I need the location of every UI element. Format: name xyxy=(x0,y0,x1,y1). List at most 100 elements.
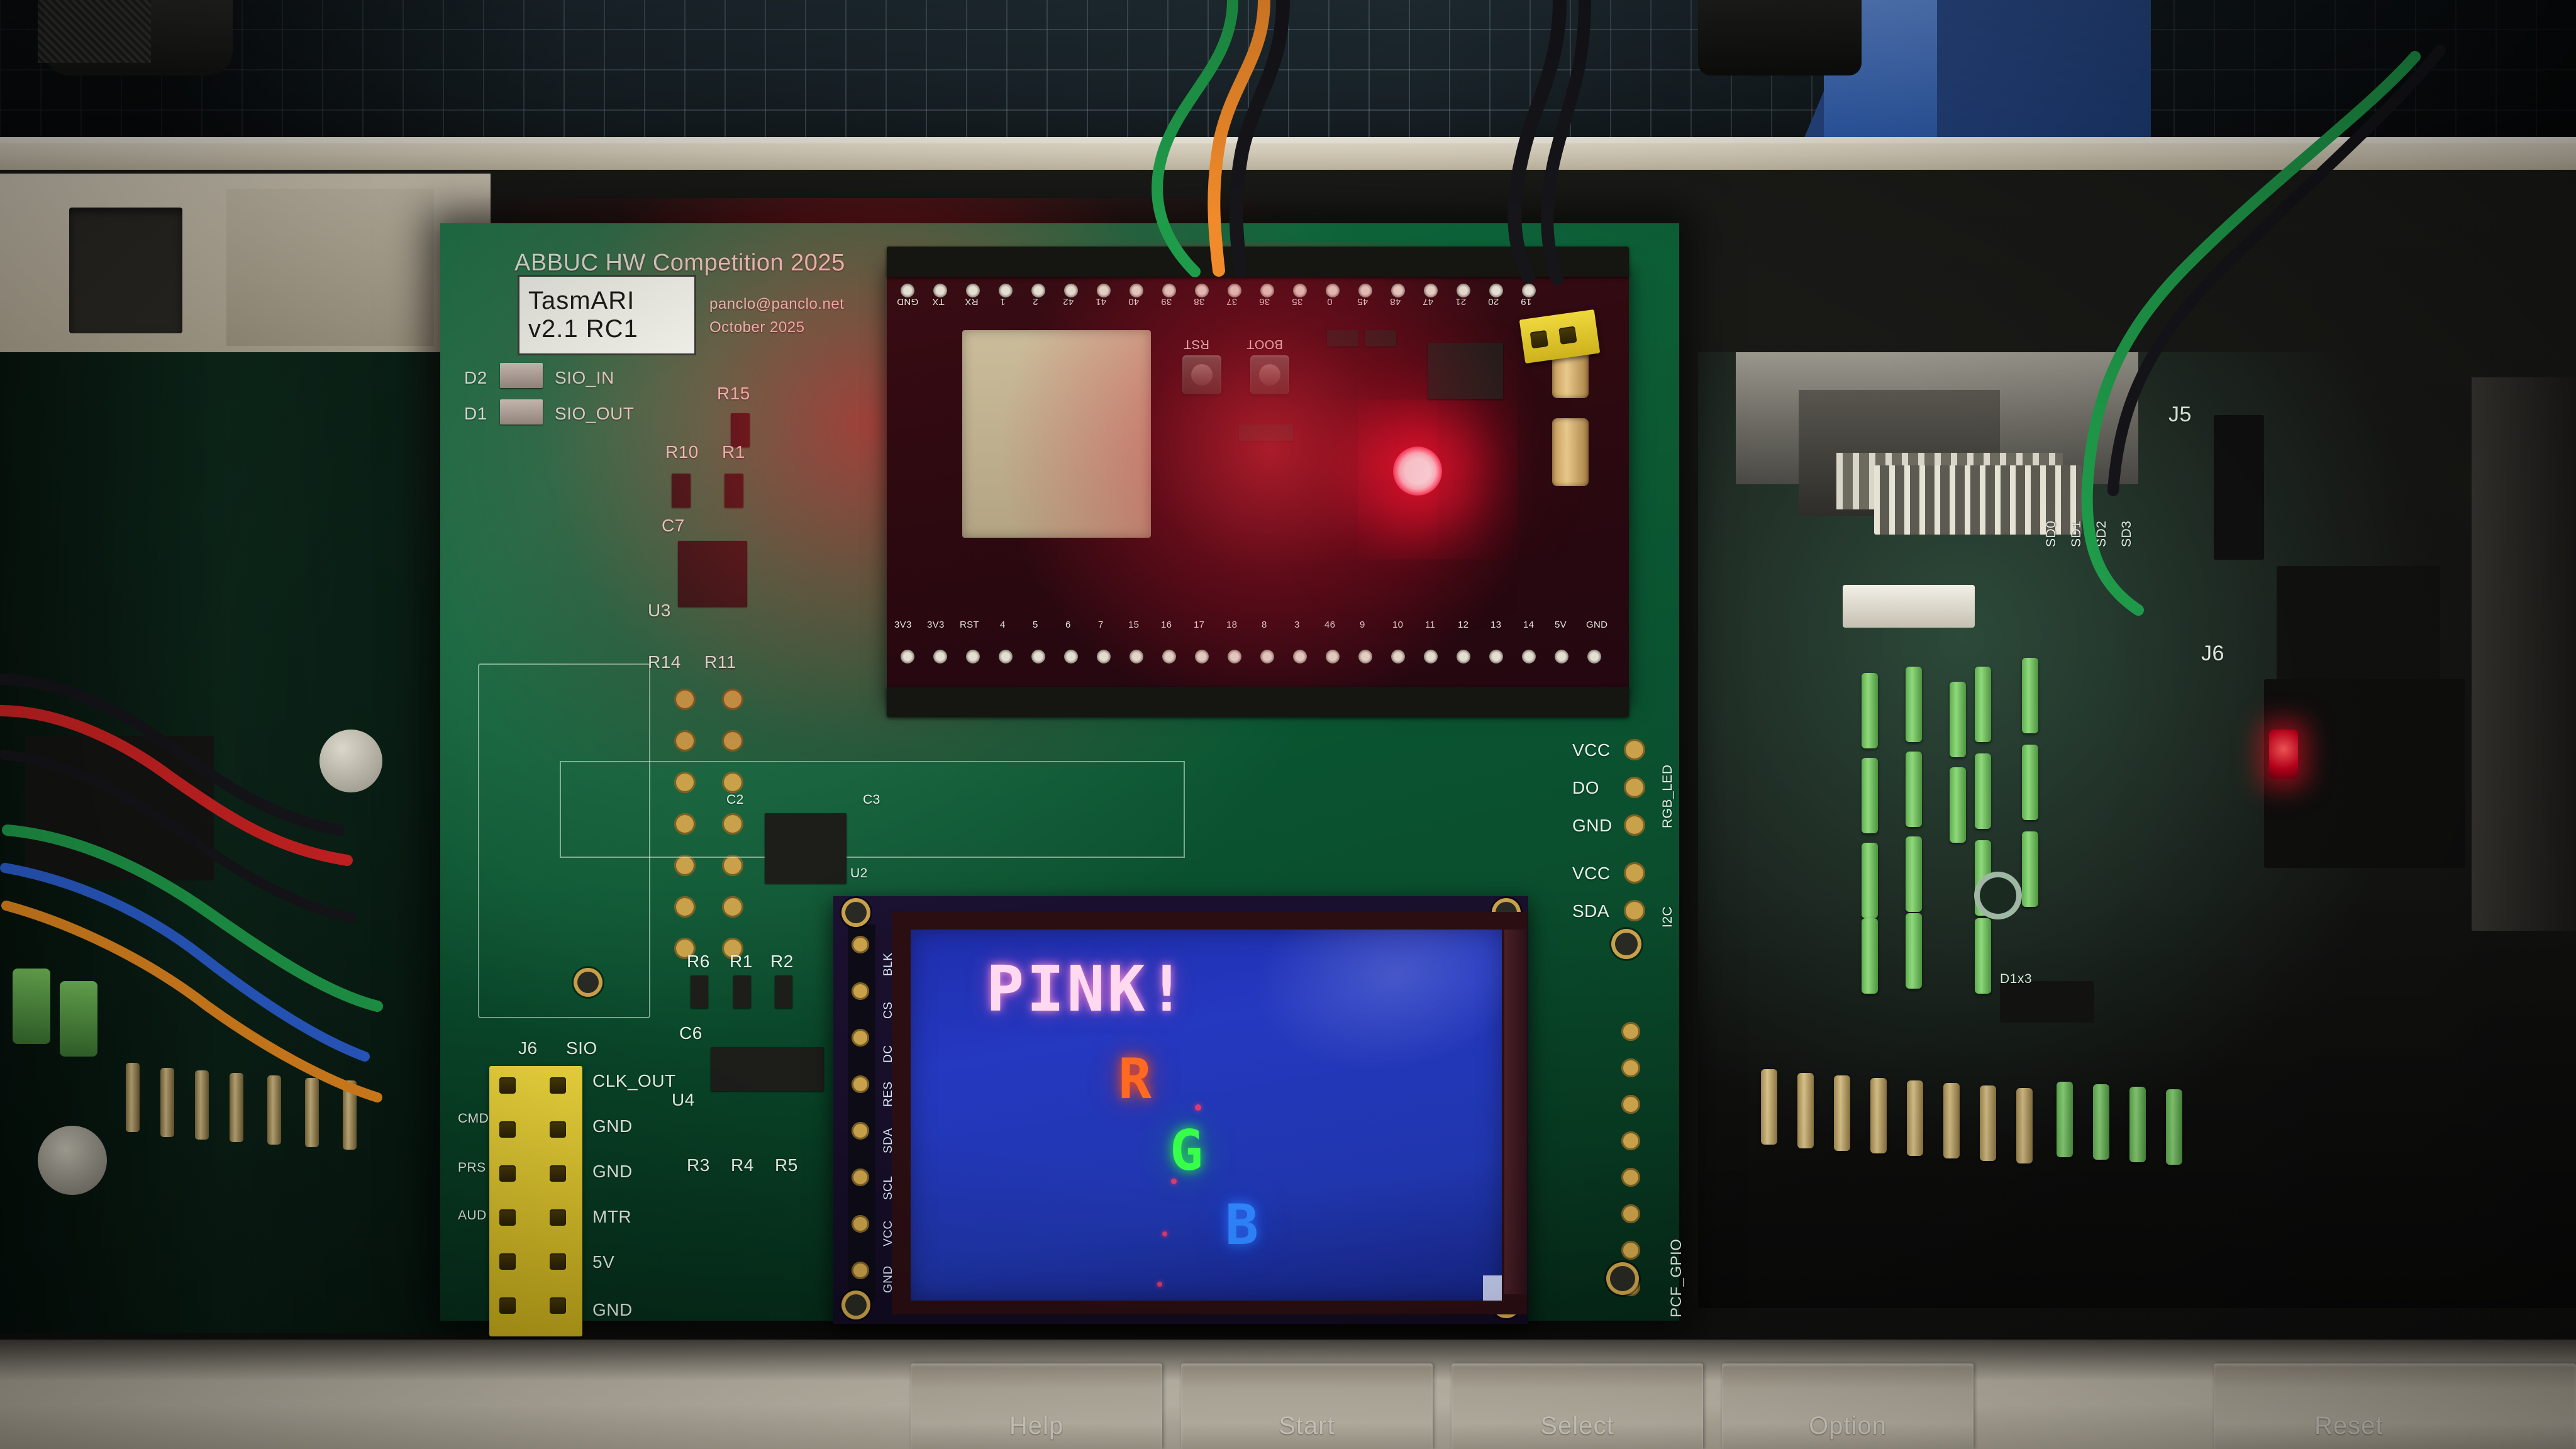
connector-label-j6: J6 xyxy=(2201,641,2224,665)
left-board-capacitor xyxy=(319,730,382,792)
lcd-display-screen[interactable]: PINK! R G B xyxy=(911,930,1502,1301)
led-label-sio-in: SIO_IN xyxy=(555,368,614,387)
component-r2 xyxy=(775,975,792,1008)
rgb-header-pin-gnd: GND xyxy=(1572,816,1613,835)
red-indicator-led xyxy=(2269,730,2298,779)
component-u2 xyxy=(765,813,847,884)
component-u3 xyxy=(678,541,747,607)
lcd-green-letter: G xyxy=(1170,1118,1206,1183)
screen-glare xyxy=(1233,930,1502,1096)
designator-u3: U3 xyxy=(648,601,671,620)
key-label-select: Select xyxy=(1540,1412,1614,1440)
board-date: October 2025 xyxy=(709,319,805,336)
lcd-title-text: PINK! xyxy=(986,952,1189,1026)
right-board-mounting-hole xyxy=(1980,877,2016,914)
resistor-bank-horizontal xyxy=(1761,1069,2251,1189)
right-board-designators: D1x3 xyxy=(2000,972,2033,986)
silk-outline-regulator-block xyxy=(560,761,1185,858)
designator-c7: C7 xyxy=(662,516,685,535)
pcf-gpio-pad-column xyxy=(1621,1022,1649,1324)
designator-c2: C2 xyxy=(726,792,744,807)
key-start[interactable]: Start xyxy=(1181,1363,1433,1449)
designator-c3: C3 xyxy=(863,792,880,807)
lcd-mounting-hole-bottom xyxy=(845,1294,867,1316)
case-plastic-left-ridge xyxy=(226,189,434,346)
resistor-bank-vertical-b xyxy=(1975,654,2082,1006)
key-label-reset: Reset xyxy=(2314,1412,2384,1440)
lcd-ribbon-cable xyxy=(1504,930,1527,1294)
screen-dust-speck-4 xyxy=(1157,1282,1162,1287)
right-board-ic xyxy=(2000,981,2094,1023)
sticker-line-2: v2.1 RC1 xyxy=(528,315,638,343)
screen-dust-speck-1 xyxy=(1195,1104,1201,1111)
lcd-red-letter: R xyxy=(1118,1046,1154,1111)
led-label-sio-out: SIO_OUT xyxy=(555,404,635,423)
board-version-sticker: TasmARI v2.1 RC1 xyxy=(518,275,696,355)
key-select[interactable]: Select xyxy=(1452,1363,1703,1449)
designator-r15: R15 xyxy=(717,384,750,403)
designator-r1-top: R1 xyxy=(722,442,745,462)
designator-r2: R2 xyxy=(770,952,794,971)
sio-pin-label-clk-out: CLK_OUT xyxy=(592,1071,676,1091)
designator-r10: R10 xyxy=(665,442,699,462)
right-board-pin-label-sd2: SD2 xyxy=(2094,520,2109,547)
right-board-pin-label-sd1: SD1 xyxy=(2069,520,2084,547)
sio-connector-ref: J6 xyxy=(518,1038,538,1058)
right-board-pin-label-sd3: SD3 xyxy=(2119,520,2134,547)
designator-r14: R14 xyxy=(648,652,681,672)
sio-pin-label-gnd-3: GND xyxy=(592,1300,633,1319)
sio-pin-label-gnd-1: GND xyxy=(592,1116,633,1136)
board-mounting-hole-bottom-right xyxy=(1610,1266,1635,1291)
designator-u2: U2 xyxy=(850,866,868,880)
speaker-grille xyxy=(38,0,151,63)
lcd-screen-edge-highlight xyxy=(1483,1275,1502,1301)
key-label-start: Start xyxy=(1279,1412,1335,1440)
board-contact-email: panclo@panclo.net xyxy=(709,296,845,313)
sio-pin-label-aud: AUD xyxy=(458,1208,487,1223)
designator-c6: C6 xyxy=(679,1023,702,1043)
board-title-silkscreen: ABBUC HW Competition 2025 xyxy=(514,250,845,276)
screen-dust-speck-2 xyxy=(1171,1179,1177,1184)
designator-u4: U4 xyxy=(672,1090,695,1109)
left-board-ic-block xyxy=(25,736,214,880)
sio-connector-name: SIO xyxy=(566,1038,597,1058)
designator-r6: R6 xyxy=(687,952,710,971)
led-d2 xyxy=(500,363,543,388)
key-help[interactable]: Help xyxy=(911,1363,1162,1449)
esp-socket-header-top xyxy=(887,247,1629,277)
designator-r4: R4 xyxy=(731,1155,754,1175)
rgb-header-label: RGB_LED xyxy=(1660,764,1675,828)
case-bezel-highlight xyxy=(0,137,2576,143)
black-cable-top-right xyxy=(1698,0,1862,75)
mat-shadow-overlay xyxy=(0,0,2576,151)
rgb-header-pad-3 xyxy=(1624,814,1645,836)
designator-r1-bot: R1 xyxy=(730,952,753,971)
designator-r5: R5 xyxy=(775,1155,798,1175)
black-header-right-top xyxy=(2214,415,2264,560)
lcd-mounting-hole-top xyxy=(845,902,867,923)
sio-pin-label-prs: PRS xyxy=(458,1160,486,1175)
component-r10 xyxy=(672,474,691,508)
pcf-gpio-header-label: PCF_GPIO xyxy=(1668,1238,1685,1318)
board-mounting-hole-right-mid xyxy=(1615,933,1638,955)
rgb-header-pin-vcc: VCC xyxy=(1572,740,1611,760)
case-plastic-left-slot xyxy=(69,208,182,333)
sticker-line-1: TasmARI xyxy=(528,287,635,315)
rgb-header-pin-do: DO xyxy=(1572,778,1599,797)
led-ref-d1: D1 xyxy=(464,404,487,423)
key-label-option: Option xyxy=(1809,1412,1887,1440)
lcd-blue-letter: B xyxy=(1225,1192,1261,1257)
screen-dust-speck-3 xyxy=(1162,1231,1167,1236)
rgb-header-pad-2 xyxy=(1624,777,1645,798)
key-option[interactable]: Option xyxy=(1722,1363,1974,1449)
board-mounting-hole-left xyxy=(577,972,599,993)
sio-yellow-pin-header[interactable] xyxy=(489,1066,582,1336)
key-reset[interactable]: Reset xyxy=(2214,1363,2576,1449)
right-board-pin-label-sd0: SD0 xyxy=(2044,520,2058,547)
key-label-help: Help xyxy=(1009,1412,1064,1440)
esp-board-red-glow xyxy=(868,242,1648,720)
i2c-header-label: I2C xyxy=(1660,906,1675,928)
sio-pin-label-gnd-2: GND xyxy=(592,1162,633,1181)
left-board-green-caps xyxy=(13,969,151,1069)
